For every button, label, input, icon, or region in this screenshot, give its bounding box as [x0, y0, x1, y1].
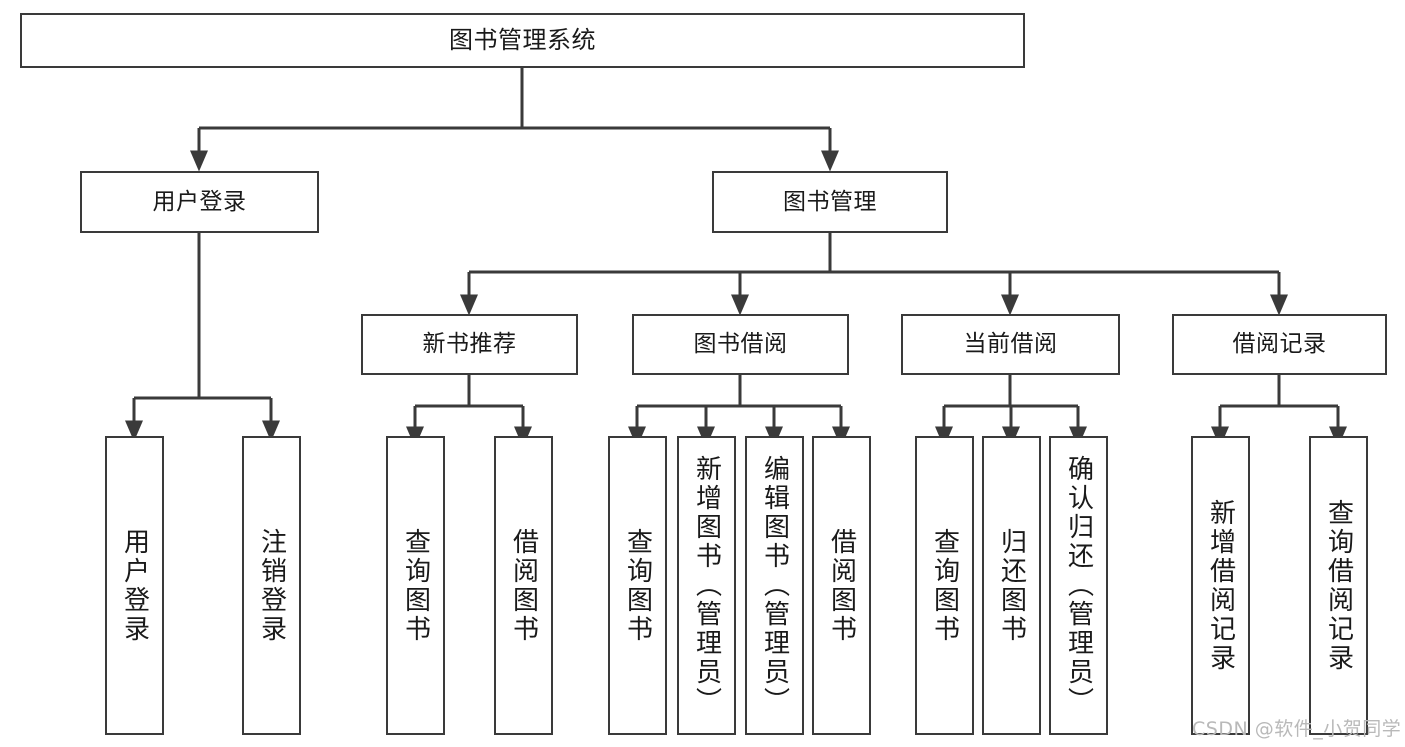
leaf-record-add-record-label: 新增借阅记录: [1205, 498, 1236, 673]
node-user-login[interactable]: 用户登录: [80, 171, 319, 233]
leaf-borrow-borrow-book-label: 借阅图书: [826, 527, 857, 644]
leaf-user-login-logout[interactable]: 注销登录: [242, 436, 301, 735]
leaf-borrow-borrow-book[interactable]: 借阅图书: [812, 436, 871, 735]
node-current-borrow-label: 当前借阅: [963, 331, 1058, 358]
leaf-recommend-query-book[interactable]: 查询图书: [386, 436, 445, 735]
leaf-user-login-login[interactable]: 用户登录: [105, 436, 164, 735]
leaf-record-query-record-label: 查询借阅记录: [1323, 498, 1354, 673]
leaf-borrow-edit-book[interactable]: 编辑图书（管理员）: [745, 436, 804, 735]
leaf-current-return-book[interactable]: 归还图书: [982, 436, 1041, 735]
leaf-recommend-borrow-book-label: 借阅图书: [508, 527, 539, 644]
leaf-recommend-borrow-book[interactable]: 借阅图书: [494, 436, 553, 735]
node-user-login-label: 用户登录: [152, 188, 247, 215]
node-root[interactable]: 图书管理系统: [20, 13, 1025, 68]
node-book-borrow-label: 图书借阅: [693, 331, 788, 358]
leaf-record-query-record[interactable]: 查询借阅记录: [1309, 436, 1368, 735]
leaf-borrow-add-book[interactable]: 新增图书（管理员）: [677, 436, 736, 735]
leaf-current-confirm-return-label: 确认归还（管理员）: [1063, 455, 1094, 716]
node-book-borrow[interactable]: 图书借阅: [632, 314, 849, 375]
node-borrow-record[interactable]: 借阅记录: [1172, 314, 1387, 375]
leaf-user-login-logout-label: 注销登录: [256, 527, 287, 644]
node-borrow-record-label: 借阅记录: [1232, 331, 1327, 358]
node-new-book-recommend[interactable]: 新书推荐: [361, 314, 578, 375]
leaf-recommend-query-book-label: 查询图书: [400, 527, 431, 644]
leaf-current-confirm-return[interactable]: 确认归还（管理员）: [1049, 436, 1108, 735]
node-root-label: 图书管理系统: [449, 25, 596, 54]
node-current-borrow[interactable]: 当前借阅: [901, 314, 1120, 375]
leaf-current-return-book-label: 归还图书: [996, 527, 1027, 644]
leaf-record-add-record[interactable]: 新增借阅记录: [1191, 436, 1250, 735]
watermark-text: CSDN @软件_小贺同学: [1192, 718, 1402, 740]
leaf-borrow-add-book-label: 新增图书（管理员）: [691, 455, 722, 716]
node-book-management-label: 图书管理: [783, 188, 877, 215]
node-book-management[interactable]: 图书管理: [712, 171, 948, 233]
leaf-current-query-book-label: 查询图书: [929, 527, 960, 644]
leaf-borrow-query-book-label: 查询图书: [622, 527, 653, 644]
leaf-borrow-edit-book-label: 编辑图书（管理员）: [759, 455, 790, 716]
leaf-user-login-login-label: 用户登录: [119, 527, 150, 644]
leaf-borrow-query-book[interactable]: 查询图书: [608, 436, 667, 735]
leaf-current-query-book[interactable]: 查询图书: [915, 436, 974, 735]
node-new-book-recommend-label: 新书推荐: [422, 331, 517, 358]
